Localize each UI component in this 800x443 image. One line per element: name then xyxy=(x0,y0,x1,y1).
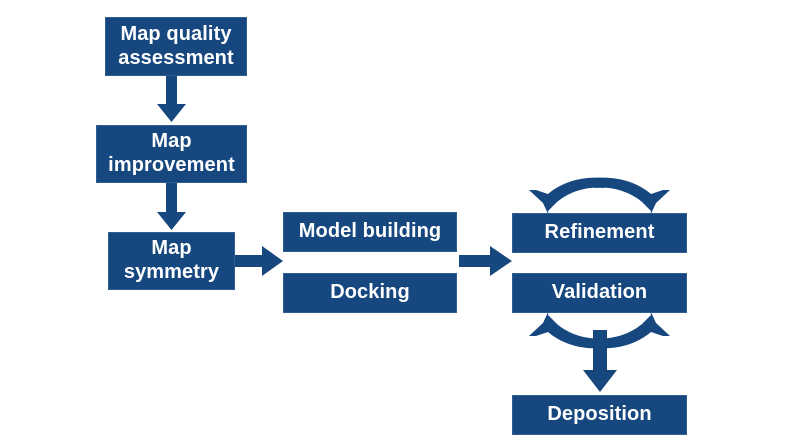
arrow-symmetry-to-modelgroup xyxy=(235,246,283,276)
node-map-symmetry[interactable]: Map symmetry xyxy=(108,232,235,290)
node-docking[interactable]: Docking xyxy=(283,273,457,313)
node-deposition[interactable]: Deposition xyxy=(512,395,687,435)
node-map-improvement[interactable]: Map improvement xyxy=(96,125,247,183)
arrow-cycle-bottom-right xyxy=(595,310,670,349)
node-label-map-quality-assessment: Map quality assessment xyxy=(118,22,234,69)
node-label-refinement: Refinement xyxy=(544,221,655,244)
node-label-model-building: Model building xyxy=(298,220,442,243)
arrow-validation-to-deposition xyxy=(583,330,617,392)
arrow-cycle-top-left xyxy=(529,177,604,216)
node-map-quality-assessment[interactable]: Map quality assessment xyxy=(105,17,247,76)
arrow-modelgroup-to-refinegroup xyxy=(459,246,512,276)
arrow-cycle-top-right xyxy=(595,177,670,216)
node-validation[interactable]: Validation xyxy=(512,273,687,313)
node-label-validation: Validation xyxy=(551,281,648,304)
arrow-assessment-to-improvement xyxy=(157,76,186,122)
node-label-docking: Docking xyxy=(330,281,410,304)
node-model-building[interactable]: Model building xyxy=(283,212,457,252)
node-refinement[interactable]: Refinement xyxy=(512,213,687,253)
node-label-map-improvement: Map improvement xyxy=(108,130,235,176)
node-label-map-symmetry: Map symmetry xyxy=(123,237,220,283)
arrow-cycle-bottom-left xyxy=(529,310,604,349)
node-label-deposition: Deposition xyxy=(547,403,652,426)
arrow-improvement-to-symmetry xyxy=(157,183,186,230)
